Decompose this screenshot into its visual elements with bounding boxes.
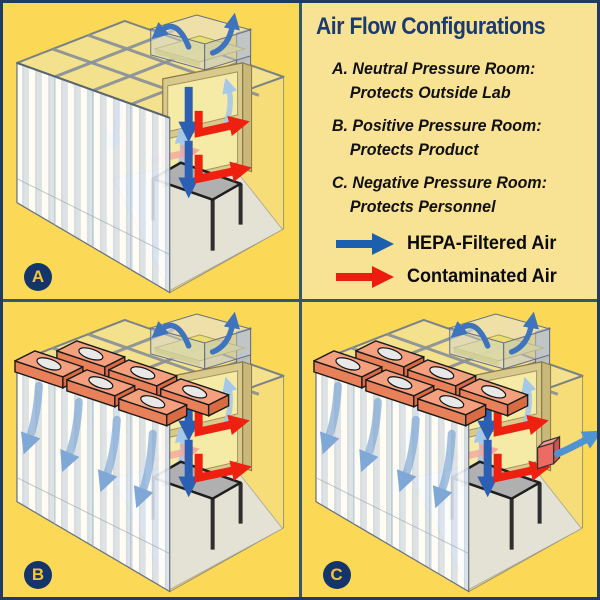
hepa-arrow-label: HEPA-Filtered Air: [406, 233, 556, 254]
page-title: Air Flow Configurations: [315, 13, 546, 40]
config-item-c: C. Negative Pressure Room: Protects Pers…: [332, 171, 578, 219]
config-item-b-name: B. Positive Pressure Room:: [331, 116, 542, 135]
config-item-b-description: Protects Product: [349, 140, 479, 159]
arrow-key: HEPA-Filtered Air Contaminated Air: [335, 231, 565, 297]
panel-badge-c: C: [322, 561, 351, 589]
panel-badge-b: B: [24, 561, 52, 589]
config-item-b: B. Positive Pressure Room: Protects Prod…: [332, 114, 578, 162]
panel-a-neutral-pressure-room: A: [3, 3, 299, 299]
hepa-arrow-icon: [335, 233, 394, 255]
config-item-a-description: Protects Outside Lab: [349, 83, 511, 102]
panel-c-negative-pressure-room: C: [301, 301, 598, 598]
config-item-a-name: A. Neutral Pressure Room:: [331, 59, 535, 78]
hepa-filtered-air-key: HEPA-Filtered Air: [335, 231, 565, 257]
config-item-a: A. Neutral Pressure Room: Protects Outsi…: [332, 57, 578, 105]
legend-panel: Air Flow Configurations A. Neutral Press…: [301, 3, 597, 299]
config-item-c-name: C. Negative Pressure Room:: [331, 173, 547, 192]
configuration-list: A. Neutral Pressure Room: Protects Outsi…: [332, 57, 594, 228]
positive-pressure-room-illustration: [3, 302, 299, 598]
contaminated-arrow-label: Contaminated Air: [406, 266, 557, 287]
contaminated-arrow-icon: [335, 266, 394, 288]
config-item-c-description: Protects Personnel: [349, 197, 496, 216]
panel-b-positive-pressure-room: B: [3, 301, 299, 598]
contaminated-air-key: Contaminated Air: [335, 264, 565, 290]
neutral-pressure-room-illustration: [3, 3, 299, 299]
negative-pressure-room-illustration: [302, 302, 598, 598]
panel-badge-a: A: [24, 262, 52, 291]
